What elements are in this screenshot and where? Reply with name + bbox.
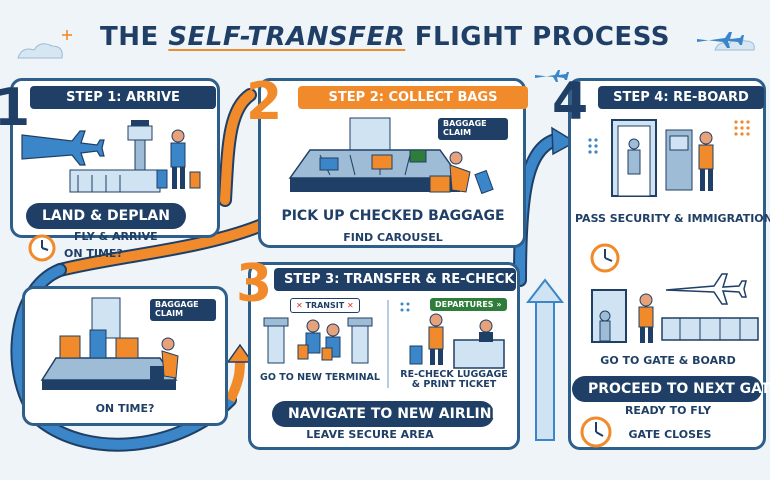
arrowhead-icon [551,126,577,156]
arrowhead-icon [226,343,254,363]
step4-subcaption-1: READY TO FLY [624,404,712,417]
step3-left-caption: GO TO NEW TERMINAL [260,372,380,383]
chevron-right-icon: » [493,300,502,309]
step2-subcaption: FIND CAROUSEL [343,231,443,244]
step1-subcaption: FLY & ARRIVE [74,230,158,243]
jet-bridge-icon [661,317,759,341]
security-scanner-icon [611,119,657,197]
step3-subcaption: LEAVE SECURE AREA [306,428,434,441]
cloud-icon [17,43,63,59]
step4-header: STEP 4: RE-BOARD [598,86,764,109]
clock-icon [590,243,620,273]
baggage-carousel-icon [288,117,462,192]
baggage-claim-sign: BAGGAGE CLAIM [438,118,508,140]
step2-header: STEP 2: COLLECT BAGS [298,86,528,109]
terminal-building-icon [69,169,161,193]
step3-number: 3 [236,254,273,314]
step4-caption-1: PASS SECURITY & IMMIGRATION [575,212,770,225]
step4-caption-2: GO TO GATE & BOARD [600,354,736,367]
dots-decoration [588,138,598,154]
terminal-building-icon [263,317,373,364]
traveler-icon [156,129,201,189]
step4-subcaption-2: GATE CLOSES [628,428,712,441]
immigration-kiosk-icon [665,129,693,191]
step4-number: 4 [552,72,589,132]
flow-arrow [515,135,560,285]
step1-clock-label: ON TIME? [64,247,123,260]
check-in-counter-icon [453,319,505,369]
traveler-icon [150,337,179,380]
gate-scanner-icon [591,289,627,343]
traveler-icon [297,319,341,361]
departures-sign: DEPARTURES » [430,298,507,311]
transit-sign: ✕ TRANSIT ✕ [290,298,360,313]
step2-number: 2 [246,72,283,132]
loop-label: ON TIME? [95,402,155,415]
clock-icon [580,416,612,448]
sparkle-icon [62,30,72,40]
cross-icon: ✕ [344,301,354,310]
dots-decoration [734,120,750,136]
airplane-icon [697,32,744,48]
page-title: THE SELF-TRANSFER FLIGHT PROCESS [100,22,670,52]
step1-number: 1 [0,78,31,138]
airplane-icon [665,273,747,305]
arrowhead-icon [525,278,565,303]
traveler-icon [409,313,444,365]
airplane-icon [21,130,105,166]
step1-pill: LAND & DEPLAN [26,203,186,229]
dots-decoration [400,302,410,312]
cross-icon: ✕ [296,301,306,310]
step4-pill: PROCEED TO NEXT GATE [572,376,770,402]
baggage-carousel-icon [40,297,178,390]
airplane-icon [535,70,569,82]
traveler-icon [638,293,654,343]
traveler-icon [429,151,494,195]
flow-arrow [55,220,267,275]
step1-header: STEP 1: ARRIVE [30,86,216,109]
clock-icon [28,234,56,262]
control-tower-icon [127,120,153,191]
step2-caption: PICK UP CHECKED BAGGAGE [281,208,505,224]
traveler-icon [698,131,714,191]
step3-pill: NAVIGATE TO NEW AIRLINE [272,401,501,427]
step3-right-caption: RE-CHECK LUGGAGE & PRINT TICKET [400,369,508,390]
step3-header: STEP 3: TRANSFER & RE-CHECK [274,268,516,291]
baggage-claim-sign: BAGGAGE CLAIM [150,299,216,321]
flow-arrow [220,90,255,205]
